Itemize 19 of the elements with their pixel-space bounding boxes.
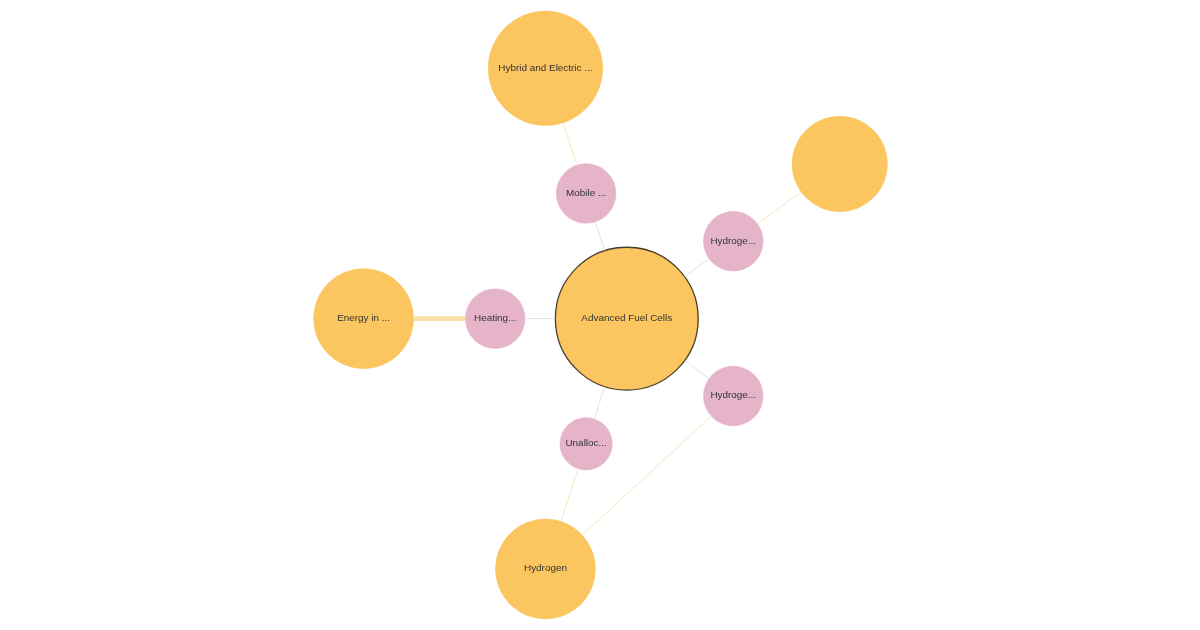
- connector: [593, 386, 605, 420]
- connector: [683, 360, 710, 379]
- connector: [559, 468, 579, 522]
- node-circle: Hydroge...: [702, 211, 763, 272]
- connector: [594, 221, 605, 252]
- node-circle: Hydroge...: [702, 365, 763, 427]
- connector: [581, 415, 712, 536]
- node-circle: Hydrogen: [494, 518, 596, 620]
- connector: [756, 191, 802, 225]
- connector: [683, 258, 710, 278]
- node-circle: Energy in ...: [312, 268, 414, 369]
- connector: [413, 316, 465, 321]
- connector: [562, 122, 577, 166]
- node-circle: [791, 116, 888, 212]
- node-circle: Hybrid and Electric ...: [487, 10, 603, 126]
- node-circle: Unalloc...: [559, 417, 613, 471]
- node-circle: Advanced Fuel Cells: [554, 246, 699, 391]
- node-circle: Mobile ...: [555, 163, 616, 224]
- node-circle: Heating...: [464, 288, 525, 349]
